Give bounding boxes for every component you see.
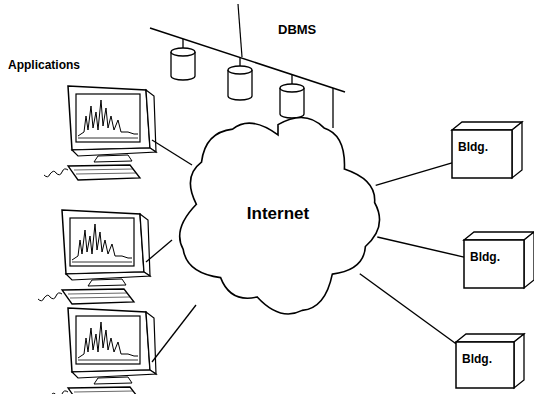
network-label: Internet	[247, 204, 309, 224]
part-label: Applications	[8, 58, 80, 72]
building-label: Bldg.	[458, 140, 488, 154]
network-link	[360, 274, 456, 344]
building-label: Bldg.	[462, 352, 492, 366]
network-link	[377, 237, 464, 257]
building-box: Bldg.	[456, 342, 514, 388]
shape-outline	[464, 240, 524, 288]
building-box: Bldg.	[464, 240, 524, 288]
network-cloud: Internet	[162, 100, 394, 328]
building-label: Bldg.	[470, 250, 500, 264]
network-link	[376, 163, 452, 186]
shape-outline	[452, 130, 512, 178]
building-box: Bldg.	[452, 130, 512, 178]
part-label: DBMS	[278, 22, 316, 37]
